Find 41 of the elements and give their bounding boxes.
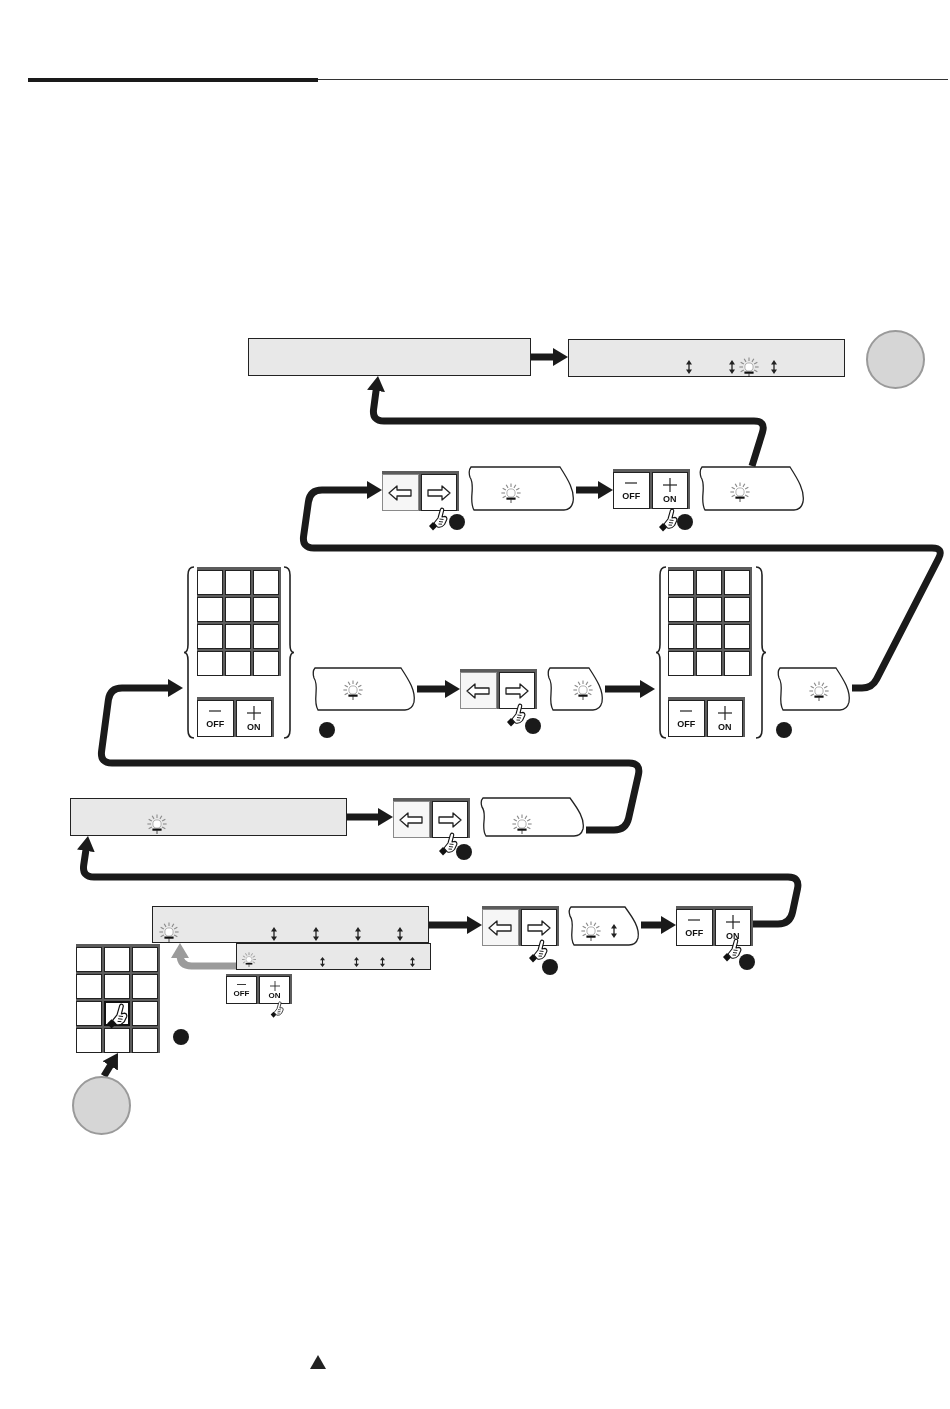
minus-key: OFF [676,909,713,946]
key-pair [460,669,537,709]
key-pair [668,697,745,737]
display-detail [566,906,641,946]
bent-arrow [76,835,801,928]
key-pair [197,697,274,737]
arrow [641,916,676,934]
keypad [197,567,281,676]
key-pair [676,906,753,946]
lcd-display [70,798,347,836]
keypad [76,944,160,1053]
bent-arrow [367,375,767,468]
key-pair [613,469,690,509]
keypad [668,567,752,676]
key-pair [382,471,459,511]
lcd-display [236,943,431,970]
key-pair [482,906,559,946]
key-pair [393,798,470,838]
arrow [531,348,568,366]
key-pair [226,974,292,1004]
minus-key: OFF [197,700,234,737]
minus-key: OFF [613,472,650,509]
arrow [347,808,393,826]
arrow [101,1051,121,1078]
plus-key: ON [235,700,272,737]
plus-key: ON [259,976,290,1004]
minus-key: OFF [226,976,257,1004]
bent-arrow [299,481,943,692]
arrow [417,680,460,698]
minus-key: OFF [668,700,705,737]
display-detail [775,667,852,711]
bent-arrow [98,679,643,834]
lcd-display [152,906,429,943]
lcd-display [248,338,531,376]
plus-key: ON [651,472,688,509]
arrow [429,916,482,934]
arrow [605,680,655,698]
plus-key: ON [706,700,743,737]
arrow [576,481,613,499]
plus-key: ON [714,909,751,946]
lcd-display [568,339,845,377]
